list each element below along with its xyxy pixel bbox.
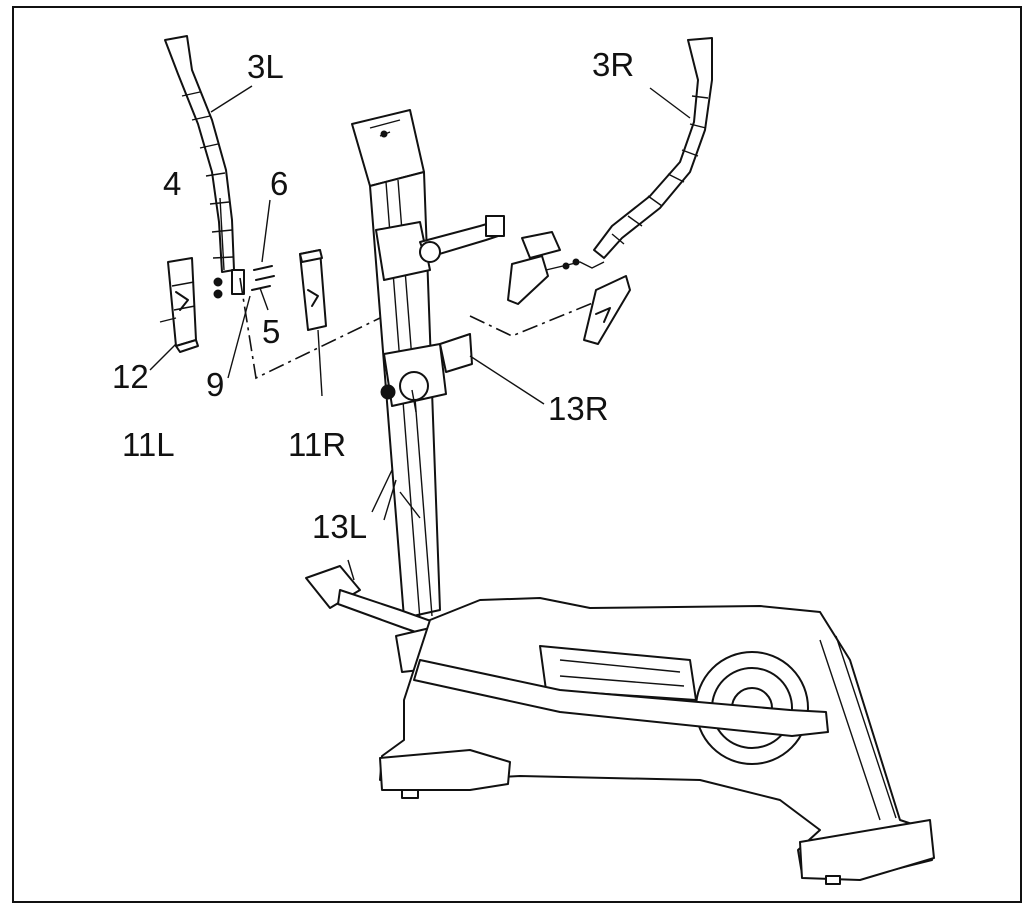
alignment-line-right — [469, 299, 601, 337]
figure-frame — [12, 6, 1022, 903]
hardware-4-5-6-9 — [213, 197, 275, 379]
label-9: 9 — [206, 366, 224, 403]
label-6: 6 — [270, 165, 288, 202]
alignment-line-left — [239, 277, 381, 380]
label-5: 5 — [262, 313, 280, 350]
label-3R: 3R — [592, 46, 634, 83]
label-12: 12 — [112, 358, 149, 395]
label-4: 4 — [163, 165, 181, 202]
leader-13L — [371, 469, 421, 521]
bracket-11L — [149, 257, 199, 371]
base-frame — [379, 597, 935, 885]
label-11R: 11R — [288, 426, 346, 463]
handlebar-3L — [164, 35, 253, 295]
handlebar-3R — [507, 37, 713, 345]
label-3L: 3L — [247, 48, 284, 85]
console-mast — [351, 109, 505, 621]
label-11L: 11L — [122, 426, 175, 463]
bracket-11R — [299, 249, 327, 397]
leader-13R — [469, 355, 545, 405]
label-13L: 13L — [312, 508, 367, 545]
label-13R: 13R — [548, 390, 609, 427]
